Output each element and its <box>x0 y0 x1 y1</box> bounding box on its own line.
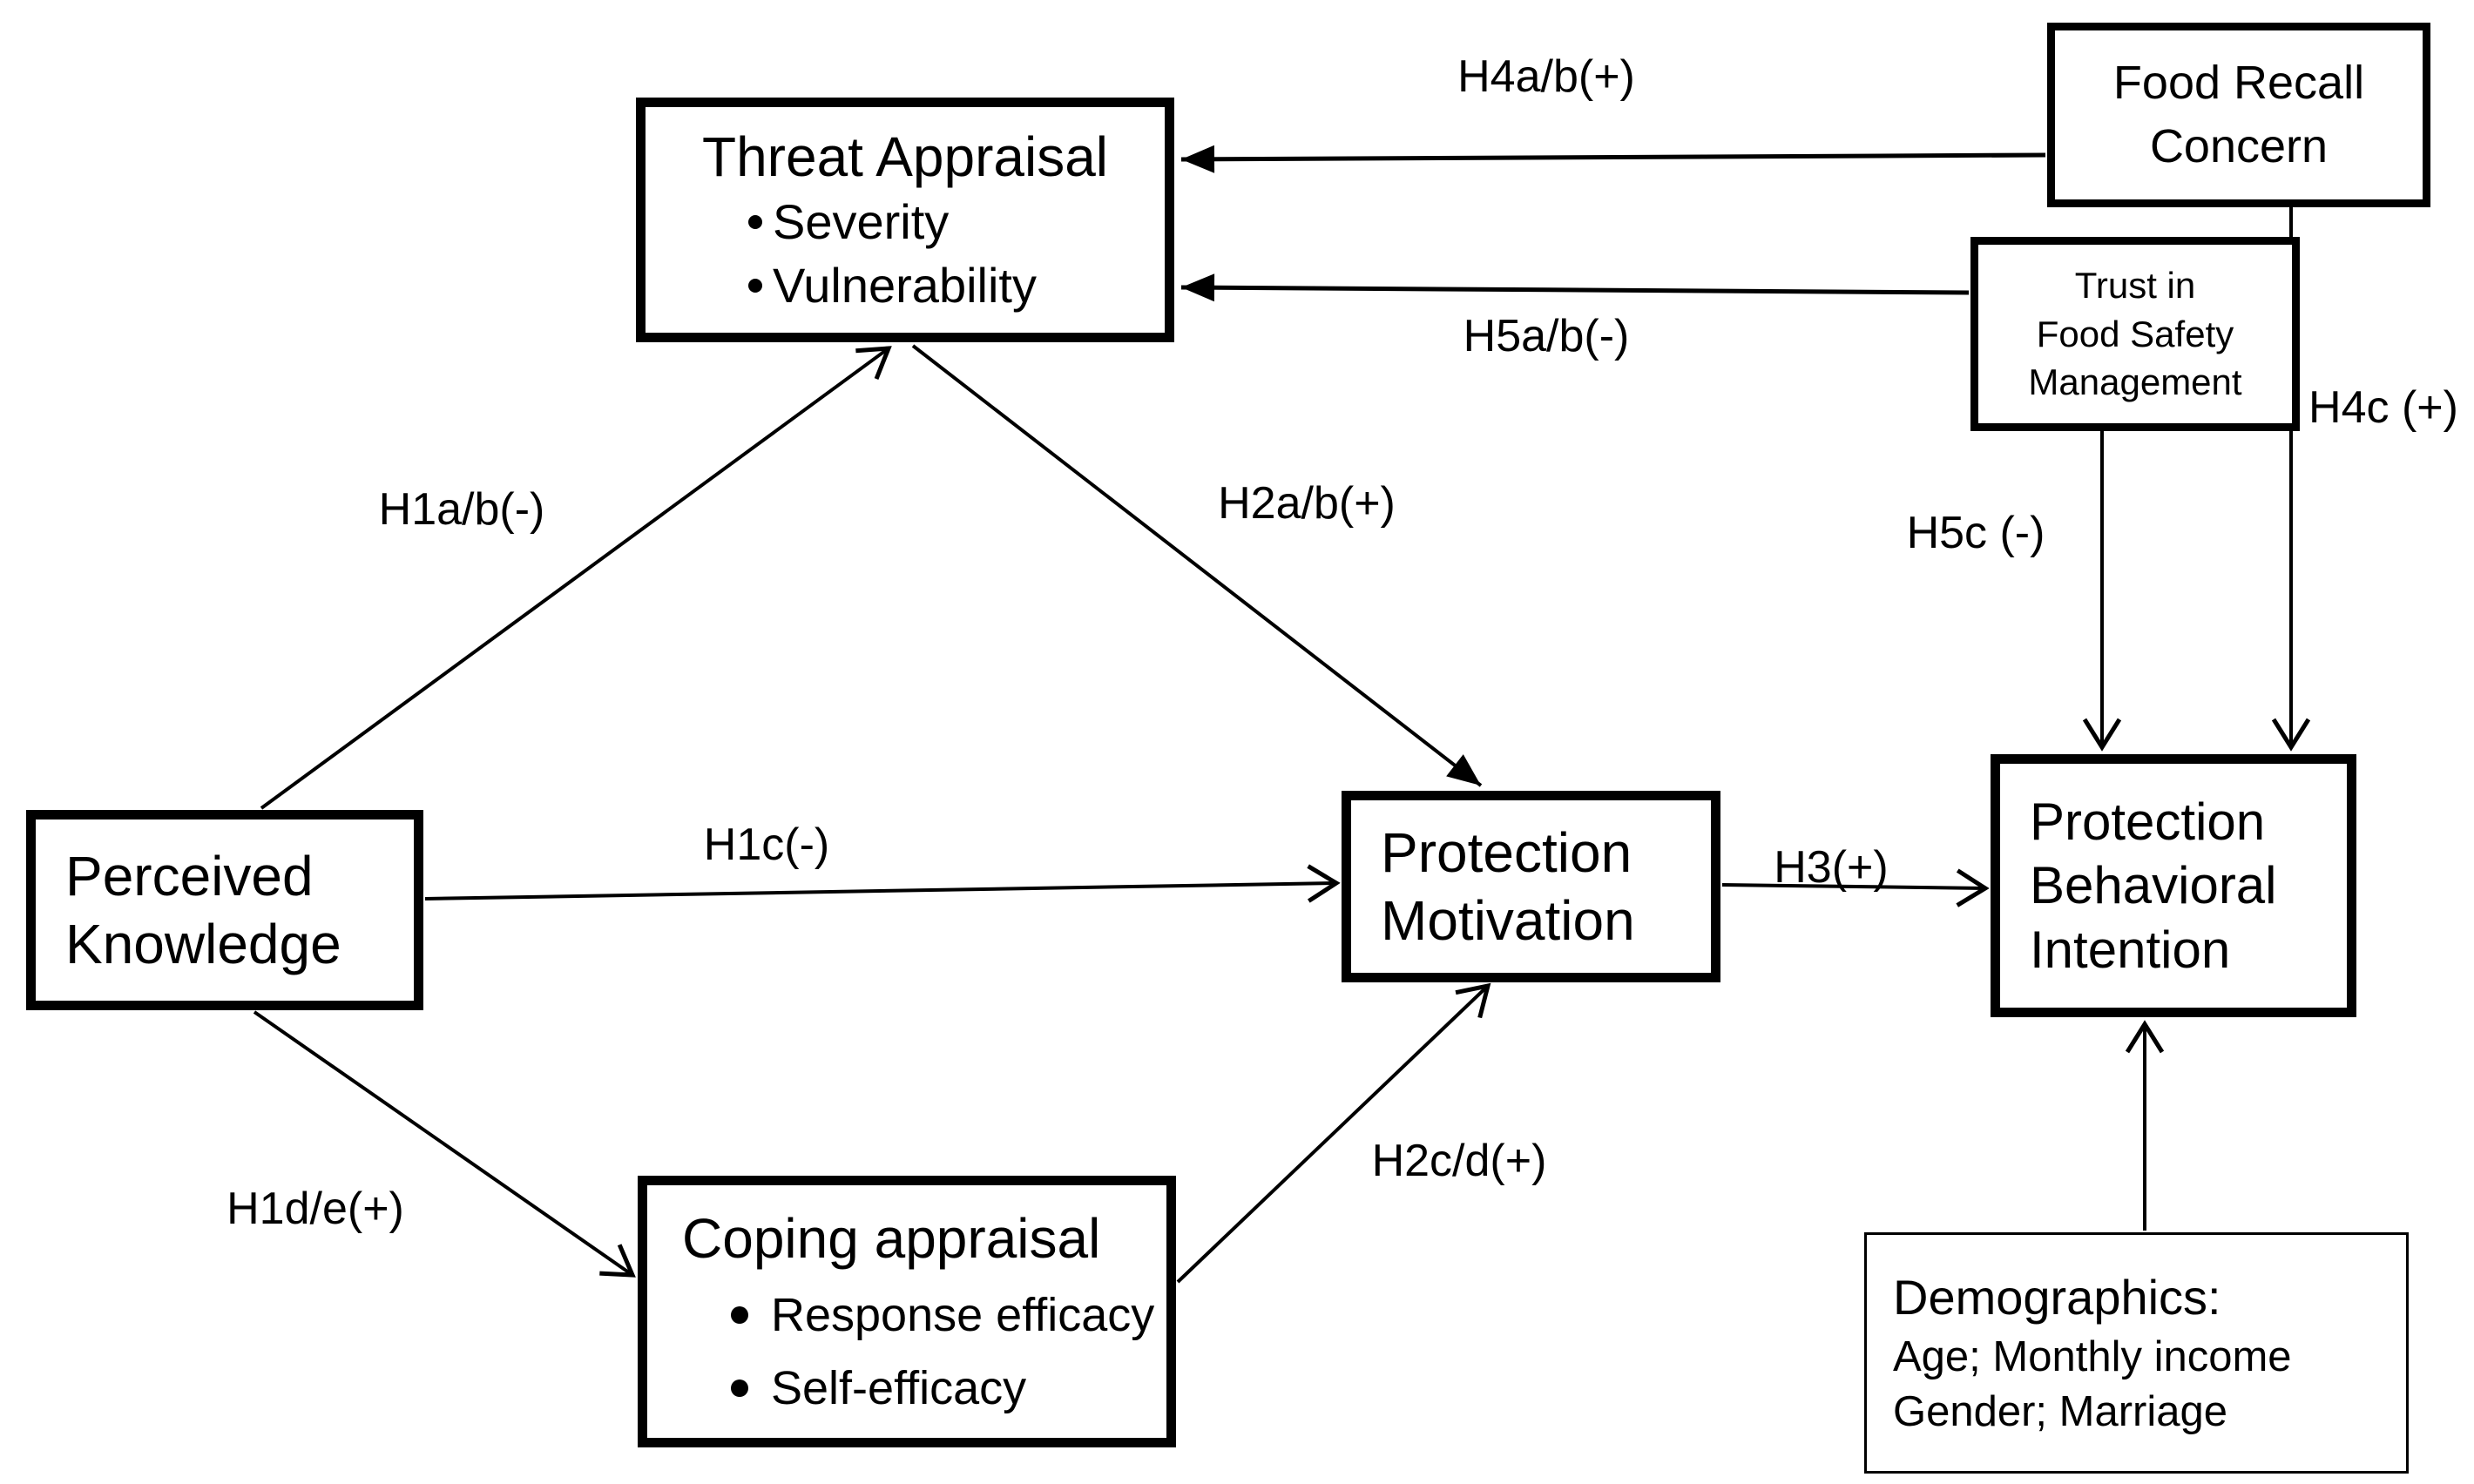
edge-h1ab <box>260 346 892 810</box>
protection-motivation-line1: Protection <box>1381 820 1632 884</box>
edge-label-h4ab: H4a/b(+) <box>1457 51 1635 102</box>
edge-label-h5ab: H5a/b(-) <box>1463 311 1630 361</box>
coping-bullet-response-efficacy: Response efficacy <box>731 1285 1166 1346</box>
edge-label-h4c: H4c (+) <box>2308 382 2458 433</box>
coping-appraisal-title: Coping appraisal <box>682 1206 1101 1270</box>
edge-label-h2cd: H2c/d(+) <box>1371 1136 1547 1186</box>
trust-food-safety-node: Trust in Food Safety Management <box>1970 237 2300 431</box>
edge-label-h2ab: H2a/b(+) <box>1218 478 1396 529</box>
demographics-line2: Gender; Marriage <box>1893 1387 2228 1435</box>
edge-h1de <box>253 1010 636 1278</box>
threat-appraisal-node: Threat Appraisal Severity Vulnerability <box>636 98 1174 342</box>
bullet-icon <box>748 278 762 293</box>
trust-line3: Management <box>2028 361 2242 403</box>
bullet-icon <box>731 1305 748 1324</box>
edge-label-h5c: H5c (-) <box>1906 508 2045 558</box>
perceived-knowledge-node: Perceived Knowledge <box>26 810 423 1010</box>
edge-label-h1de: H1d/e(+) <box>226 1184 404 1234</box>
edge-h5ab <box>1180 273 1970 302</box>
demographics-node: Demographics: Age; Monthly income Gender… <box>1864 1232 2409 1474</box>
pbi-line1: Protection <box>2030 793 2266 852</box>
edge-h1c <box>424 864 1341 903</box>
pbi-line3: Intention <box>2030 920 2231 979</box>
demographics-title: Demographics: <box>1893 1270 2221 1325</box>
demographics-line1: Age; Monthly income <box>1893 1333 2292 1381</box>
threat-appraisal-title: Threat Appraisal <box>701 125 1109 188</box>
protection-motivation-line2: Motivation <box>1381 889 1635 952</box>
food-recall-concern-line1: Food Recall <box>2112 57 2365 110</box>
edge-label-h3: H3(+) <box>1774 842 1889 893</box>
edge-label-h1c: H1c(-) <box>703 820 830 870</box>
bullet-icon <box>748 215 762 230</box>
protection-behavioral-intention-node: Protection Behavioral Intention <box>1991 754 2356 1017</box>
edge-label-h1ab: H1a/b(-) <box>378 484 545 535</box>
protection-motivation-node: Protection Motivation <box>1342 791 1720 982</box>
food-recall-concern-line2: Concern <box>2149 120 2329 172</box>
bullet-icon <box>731 1379 748 1398</box>
coping-appraisal-node: Coping appraisal Response efficacy Self-… <box>638 1176 1176 1447</box>
edge-h3 <box>1721 868 1990 907</box>
threat-appraisal-bullet-severity: Severity <box>748 191 1165 254</box>
food-recall-concern-node: Food Recall Concern <box>2047 23 2430 207</box>
edge-h2cd <box>1176 982 1491 1284</box>
perceived-knowledge-line1: Perceived <box>65 844 314 907</box>
trust-line1: Trust in <box>2074 265 2196 307</box>
edge-h4ab <box>1180 145 2046 173</box>
pbi-line2: Behavioral <box>2030 856 2277 915</box>
coping-bullet-self-efficacy: Self-efficacy <box>731 1358 1166 1419</box>
perceived-knowledge-line2: Knowledge <box>65 913 341 975</box>
edge-h2ab <box>911 344 1483 787</box>
trust-line2: Food Safety <box>2036 313 2234 354</box>
threat-appraisal-bullet-vulnerability: Vulnerability <box>748 254 1165 318</box>
